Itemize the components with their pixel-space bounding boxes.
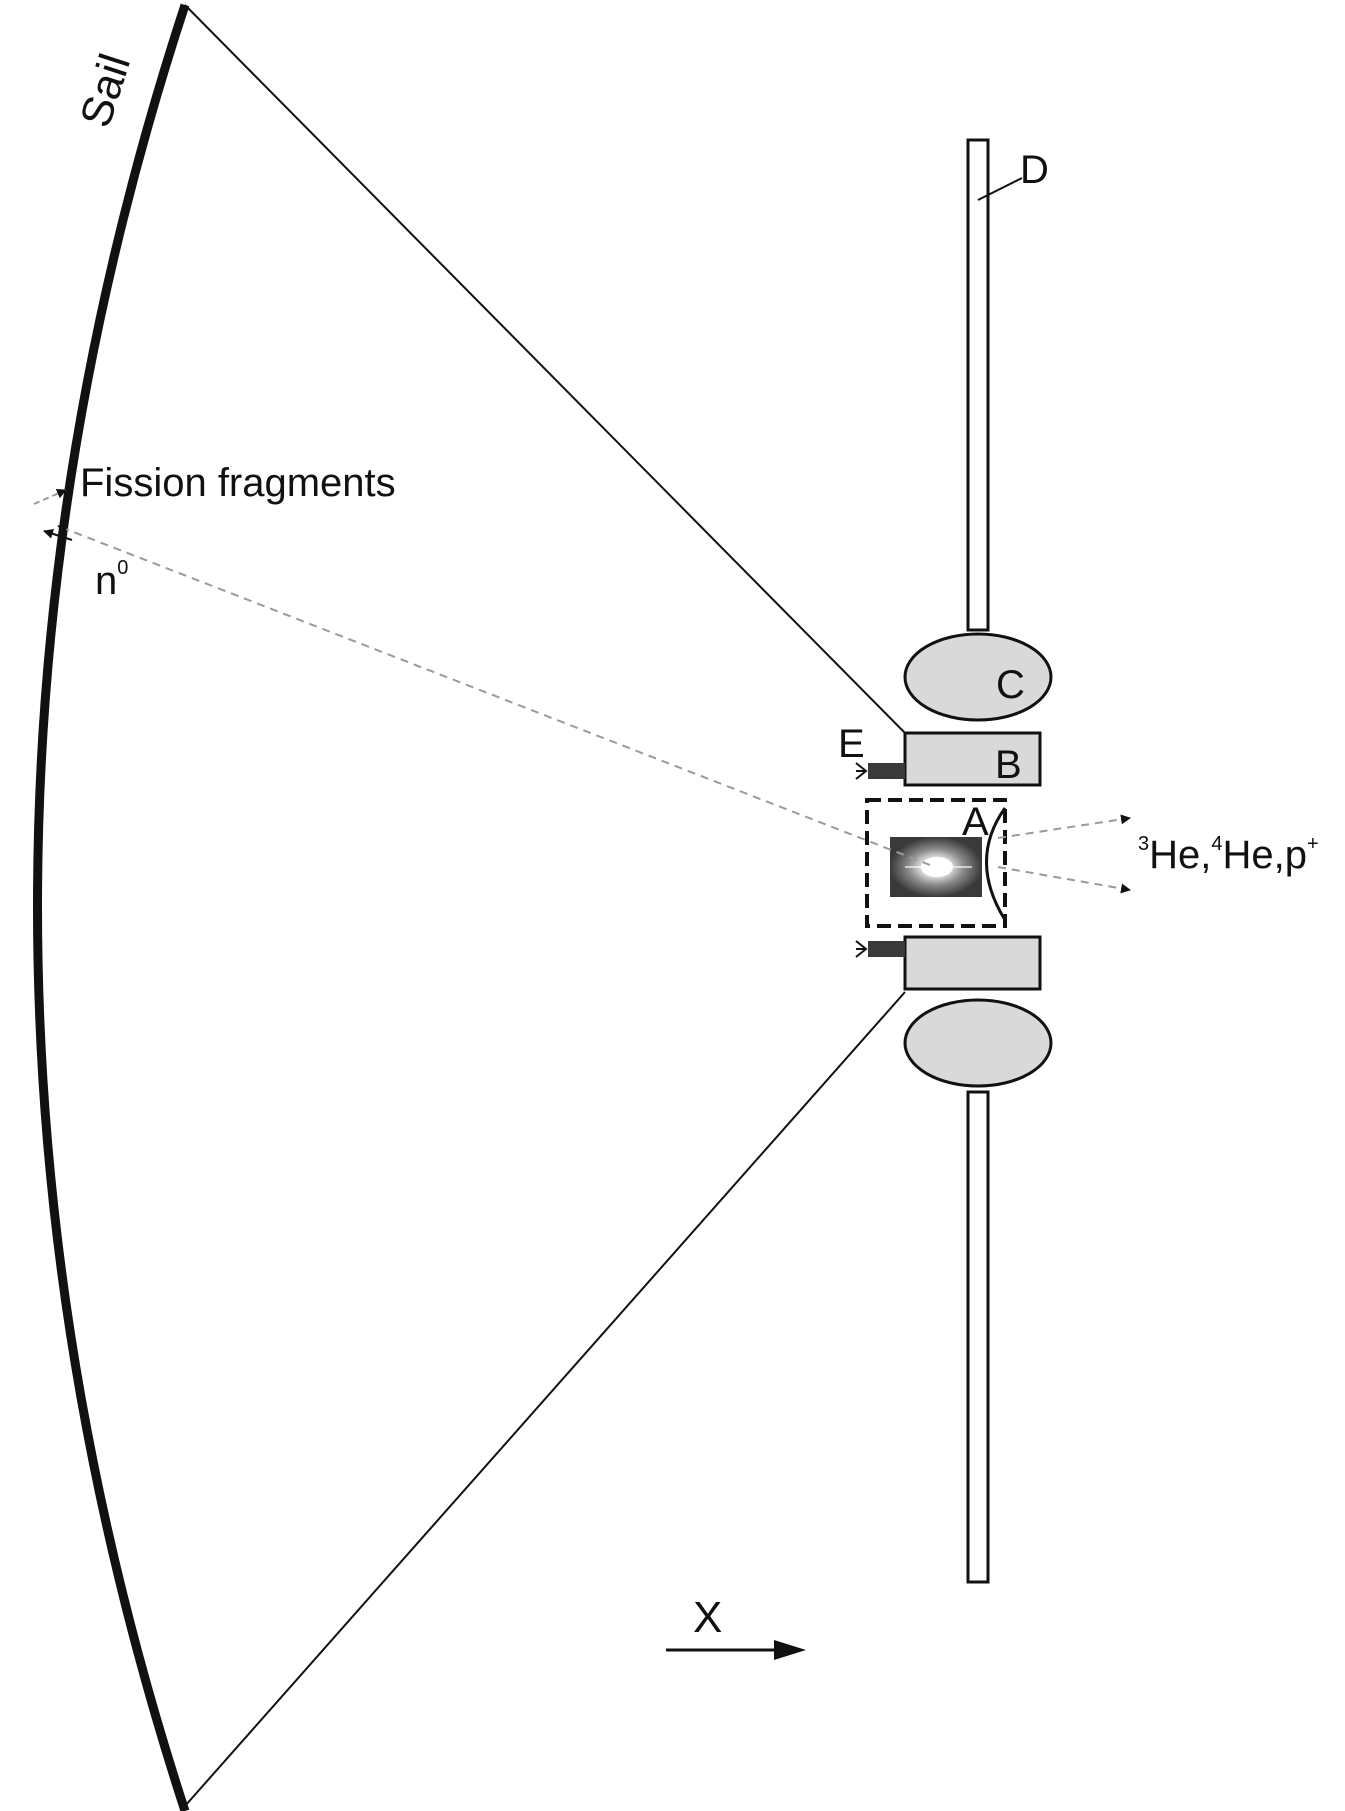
label-c: C	[996, 663, 1025, 707]
product-ray-upper	[998, 818, 1130, 838]
injector-e-bottom-tip	[856, 941, 866, 957]
radiator-bar-top	[968, 140, 988, 630]
component-c-bottom	[905, 1000, 1051, 1086]
product-ray-lower	[998, 867, 1130, 890]
sail-label: Sail	[71, 48, 140, 133]
component-c-top	[905, 634, 1051, 720]
component-b-bottom	[905, 937, 1040, 989]
label-fission-fragments: Fission fragments	[80, 461, 396, 505]
neutron-ray	[58, 526, 930, 865]
plasma-flash-icon	[890, 837, 982, 897]
tether-line-bottom	[185, 992, 905, 1806]
label-fusion-products: 3He,4He,p+	[1138, 833, 1319, 877]
x-arrow-head	[774, 1640, 806, 1660]
label-e: E	[838, 722, 865, 766]
fission-fragment-ray	[34, 490, 66, 504]
label-neutron: n0	[95, 557, 128, 603]
injector-e-top	[868, 763, 905, 779]
injector-e-bottom	[868, 941, 905, 957]
radiator-bar-bottom	[968, 1092, 988, 1582]
label-b: B	[995, 743, 1022, 787]
tether-line-top	[185, 5, 905, 733]
label-d: D	[1020, 148, 1049, 192]
sail-arc	[38, 5, 186, 1811]
label-x-axis: X	[693, 1593, 722, 1642]
magnetic-nozzle-arc	[987, 808, 1006, 920]
